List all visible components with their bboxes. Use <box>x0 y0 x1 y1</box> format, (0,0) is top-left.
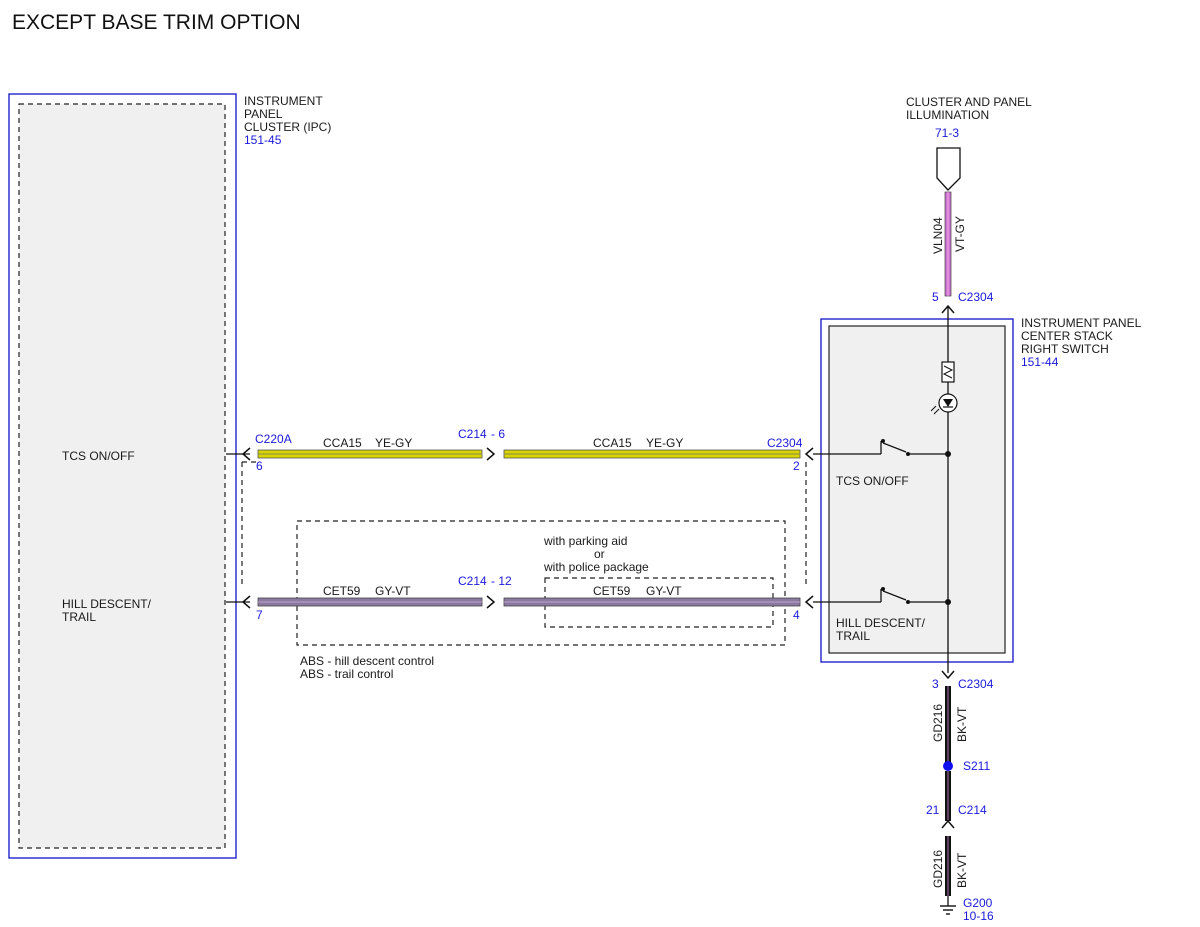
switch-ref: 151-44 <box>1021 355 1059 369</box>
ground-point: G200 <box>963 896 993 910</box>
hill-left-connector-arrow <box>241 595 251 609</box>
wire-hill: 7 CET59 GY-VT C214 - 12 CET59 GY-VT 4 <box>226 574 814 622</box>
switch-module: INSTRUMENT PANEL CENTER STACK RIGHT SWIT… <box>813 306 1142 673</box>
switch-hill-label-line1: HILL DESCENT/ <box>836 616 926 630</box>
tcs-inline-connector-arrow <box>486 447 496 461</box>
page-title: EXCEPT BASE TRIM OPTION <box>12 11 301 34</box>
switch-name-line1: INSTRUMENT PANEL <box>1021 316 1142 330</box>
ground-c214: C214 <box>958 803 987 817</box>
switch-module-border <box>820 318 1014 663</box>
ground-color-upper: BK-VT <box>955 706 969 742</box>
hill-left-pin: 7 <box>256 608 263 622</box>
option-note-line1: with parking aid <box>543 534 627 548</box>
hill-switch-contact-top <box>881 587 885 591</box>
tcs-left-connector: C220A <box>255 432 292 446</box>
hill-circuit-1: CET59 <box>323 584 361 598</box>
ipc-module-border <box>8 93 237 859</box>
abs-note-line2: ABS - trail control <box>300 667 393 681</box>
hill-right-connector-arrow <box>804 595 814 609</box>
tcs-left-pin: 6 <box>256 459 263 473</box>
tcs-color-2: YE-GY <box>646 436 683 450</box>
ground-path: 3 C2304 GD216 BK-VT S211 21 C214 GD216 B… <box>926 670 994 923</box>
splice-s211 <box>943 761 953 771</box>
switch-module-body <box>828 325 1006 654</box>
ground-splice: S211 <box>963 759 990 773</box>
tcs-left-connector-arrow <box>241 447 251 461</box>
resistor-zigzag <box>942 365 954 379</box>
illumination-feed: CLUSTER AND PANEL ILLUMINATION 71-3 VLN0… <box>906 95 1032 314</box>
hill-inline-connector-arrow <box>486 595 496 609</box>
switch-tcs-label: TCS ON/OFF <box>836 474 909 488</box>
illum-circuit: VLN04 <box>931 217 945 254</box>
switch-name-line3: RIGHT SWITCH <box>1021 342 1109 356</box>
option-note-line3: with police package <box>543 560 649 574</box>
ground-c2304-arrow <box>941 670 955 680</box>
ipc-ref: 151-45 <box>244 133 282 147</box>
hill-color-2: GY-VT <box>646 584 682 598</box>
ipc-module-body <box>18 103 226 849</box>
ground-pin21: 21 <box>926 803 940 817</box>
switch-hill-label-line2: TRAIL <box>836 629 870 643</box>
hill-switch-blade <box>882 590 907 601</box>
ipc-module: INSTRUMENT PANEL CLUSTER (IPC) 151-45 TC… <box>8 93 331 859</box>
hill-inline-pin: - 12 <box>491 574 512 588</box>
hill-junction-dot <box>945 599 951 605</box>
hill-inline-connector: C214 <box>458 574 487 588</box>
ground-circuit-lower: GD216 <box>931 850 945 888</box>
tcs-right-pin: 2 <box>793 459 800 473</box>
tcs-color-1: YE-GY <box>375 436 412 450</box>
abs-option-box <box>296 520 786 646</box>
ipc-hill-label-line2: TRAIL <box>62 610 96 624</box>
illum-ref: 71-3 <box>935 126 959 140</box>
abs-note-line1: ABS - hill descent control <box>300 654 434 668</box>
hill-right-pin: 4 <box>793 608 800 622</box>
tcs-junction-dot <box>945 451 951 457</box>
ipc-name-line1: INSTRUMENT <box>244 94 323 108</box>
ground-c2304: C2304 <box>958 677 994 691</box>
ipc-hill-label-line1: HILL DESCENT/ <box>62 597 152 611</box>
tcs-right-connector-arrow <box>804 447 814 461</box>
ipc-name-line2: PANEL <box>244 107 283 121</box>
ground-ref: 10-16 <box>963 909 994 923</box>
ipc-name-line3: CLUSTER (IPC) <box>244 120 331 134</box>
ipc-tcs-label: TCS ON/OFF <box>62 449 135 463</box>
tcs-circuit-2: CCA15 <box>593 436 632 450</box>
tcs-inline-connector: C214 <box>458 427 487 441</box>
illum-color: VT-GY <box>953 216 967 252</box>
illum-name-line1: CLUSTER AND PANEL <box>906 95 1032 109</box>
wire-tcs: C220A 6 CCA15 YE-GY C214 - 6 CCA15 YE-GY… <box>226 427 814 473</box>
tcs-switch-blade <box>882 442 907 453</box>
tcs-right-connector: C2304 <box>767 436 803 450</box>
ground-pin3: 3 <box>932 677 939 691</box>
tcs-circuit-1: CCA15 <box>323 436 362 450</box>
option-note-line2: or <box>594 547 605 561</box>
led-diode-triangle <box>943 399 953 407</box>
illum-source-connector <box>936 147 961 191</box>
illum-name-line2: ILLUMINATION <box>906 108 989 122</box>
ground-c214-arrow <box>941 819 955 829</box>
ground-circuit-upper: GD216 <box>931 704 945 742</box>
illum-connector: C2304 <box>958 290 994 304</box>
switch-name-line2: CENTER STACK <box>1021 329 1113 343</box>
tcs-inline-pin: - 6 <box>491 427 505 441</box>
hill-circuit-2: CET59 <box>593 584 631 598</box>
hill-color-1: GY-VT <box>375 584 411 598</box>
illum-pin: 5 <box>932 290 939 304</box>
tcs-switch-contact-top <box>881 439 885 443</box>
ground-color-lower: BK-VT <box>955 852 969 888</box>
optional-link-dashes-right <box>242 461 807 588</box>
led-light-rays <box>930 405 940 415</box>
